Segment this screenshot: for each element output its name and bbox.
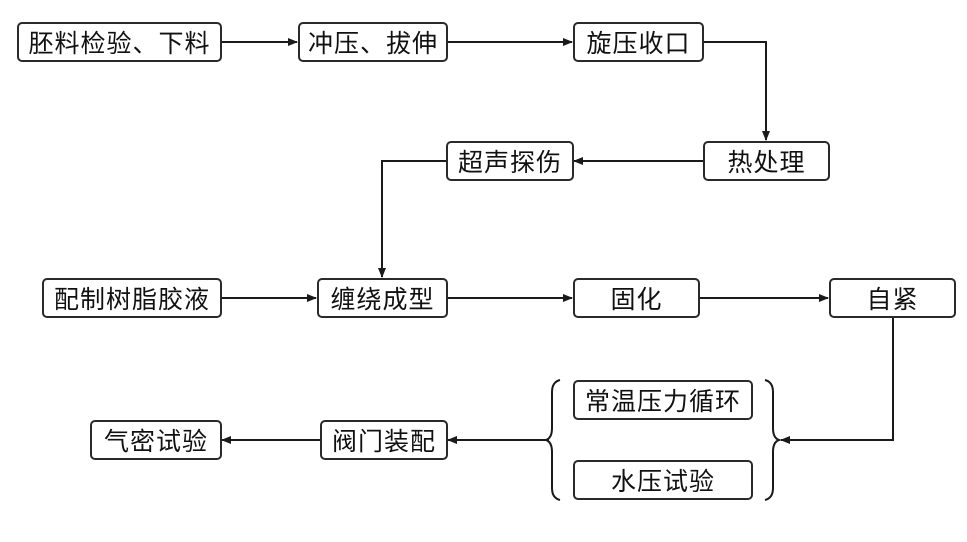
- node-autofrettage: 自紧: [829, 278, 956, 318]
- node-curing: 固化: [573, 278, 700, 318]
- node-valve-assembly: 阀门装配: [320, 420, 448, 460]
- left-brace: [542, 379, 561, 501]
- node-heat-treatment: 热处理: [703, 141, 830, 181]
- node-winding-forming: 缠绕成型: [317, 278, 448, 318]
- right-brace: [764, 379, 783, 501]
- node-spinning-closing: 旋压收口: [573, 22, 704, 62]
- node-stamping-drawing: 冲压、拔伸: [298, 22, 448, 62]
- edge-spinning-to-heat: [703, 41, 770, 141]
- node-blank-inspection: 胚料检验、下料: [17, 22, 222, 62]
- edge-autofrettage-to-tests: [780, 318, 894, 444]
- node-hydrostatic-test: 水压试验: [573, 460, 753, 500]
- node-pressure-cycling: 常温压力循环: [573, 380, 753, 420]
- node-resin-preparation: 配制树脂胶液: [42, 278, 222, 318]
- node-ultrasonic-testing: 超声探伤: [446, 141, 574, 181]
- edge-ultrasonic-to-winding: [378, 160, 446, 278]
- node-airtight-test: 气密试验: [90, 420, 222, 460]
